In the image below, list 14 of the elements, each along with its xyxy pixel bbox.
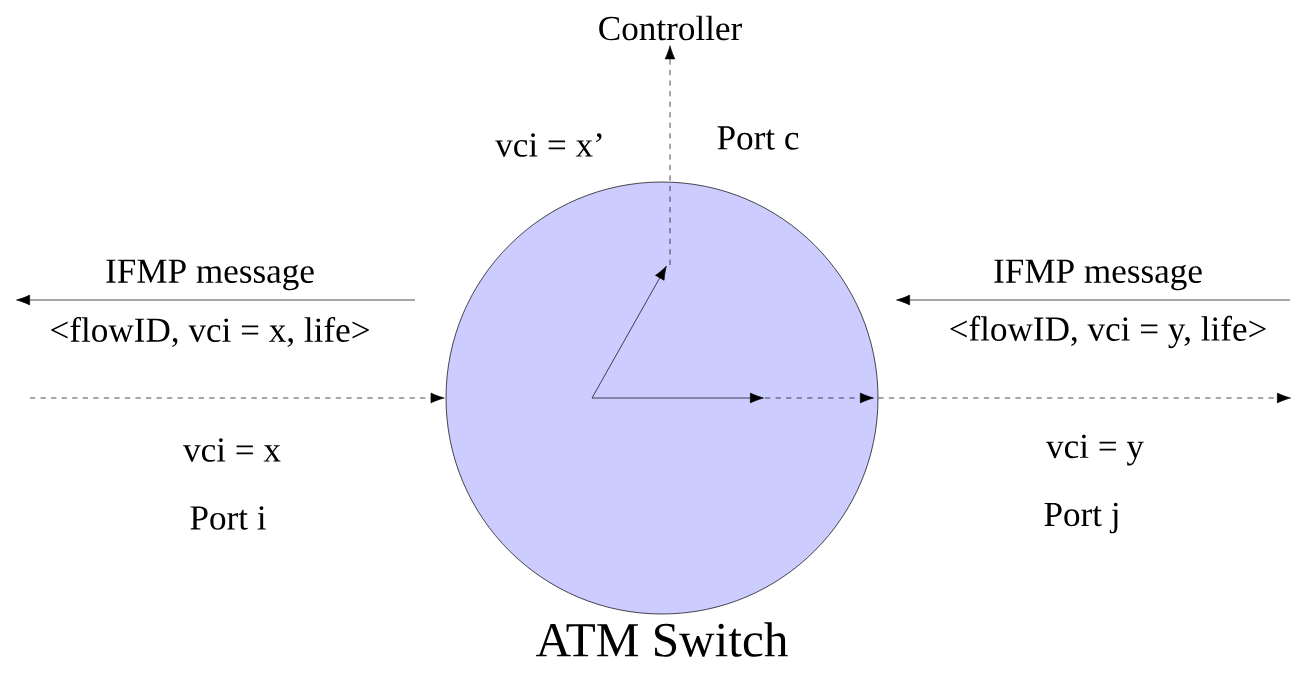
port-label: Port i bbox=[190, 506, 266, 530]
arrow bbox=[29, 392, 445, 404]
message-label: IFMP message bbox=[994, 259, 1202, 291]
vci-label: vci = x bbox=[183, 438, 281, 462]
node-label: ATM Switch bbox=[536, 622, 788, 657]
arrow bbox=[664, 45, 676, 266]
message-label: IFMP message bbox=[106, 259, 314, 291]
controller-label: Controller bbox=[599, 15, 742, 41]
vci-label: vci = y bbox=[1046, 434, 1144, 466]
arrow bbox=[878, 392, 1291, 404]
port-label: Port j bbox=[1044, 502, 1118, 534]
port-label: Port c bbox=[717, 126, 799, 150]
message-label: <flowID, vci = x, life> bbox=[51, 316, 369, 348]
message-label: <flowID, vci = y, life> bbox=[950, 315, 1266, 349]
